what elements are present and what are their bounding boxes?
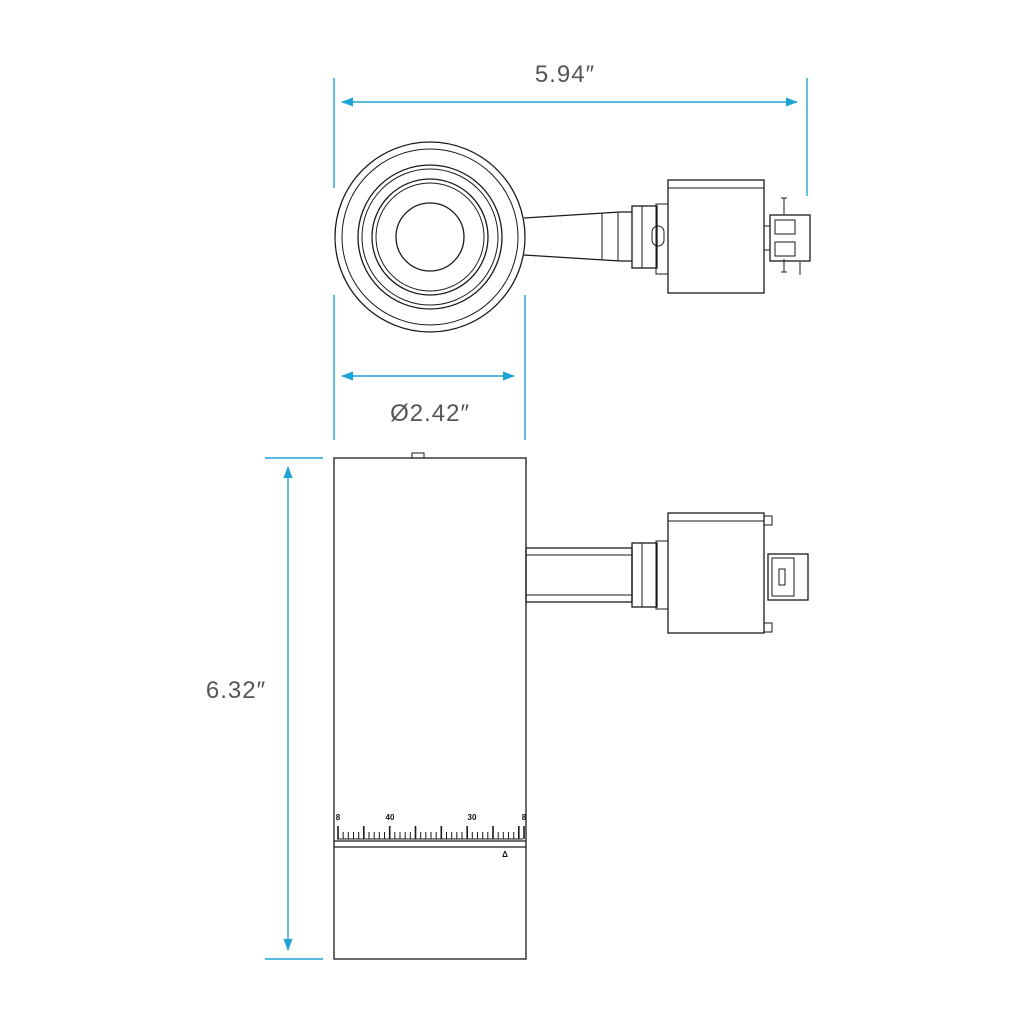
scale-label-40: 40	[386, 813, 395, 822]
focus-scale-ticks	[337, 826, 525, 839]
top-view: 5.94″	[333, 61, 811, 440]
connector-top	[764, 197, 811, 275]
connector-side	[767, 553, 809, 601]
overall-width-label: 5.94″	[535, 61, 595, 88]
side-view: 6.32″ 8 40 30 8 Δ	[206, 452, 809, 960]
lamp-body-side: 8 40 30 8 Δ	[333, 452, 527, 960]
head-diameter-label: Ø2.42″	[390, 400, 470, 427]
adapter-top	[631, 179, 765, 294]
arm-top	[523, 211, 632, 262]
adapter-side	[631, 512, 773, 634]
scale-label-30: 30	[468, 813, 477, 822]
scale-label-right-end: 8	[522, 813, 527, 822]
height-label: 6.32″	[206, 677, 266, 704]
scale-label-left-end: 8	[336, 813, 341, 822]
arm-side	[525, 547, 633, 603]
scale-pointer: Δ	[502, 850, 508, 859]
lamp-head-top	[334, 141, 526, 333]
